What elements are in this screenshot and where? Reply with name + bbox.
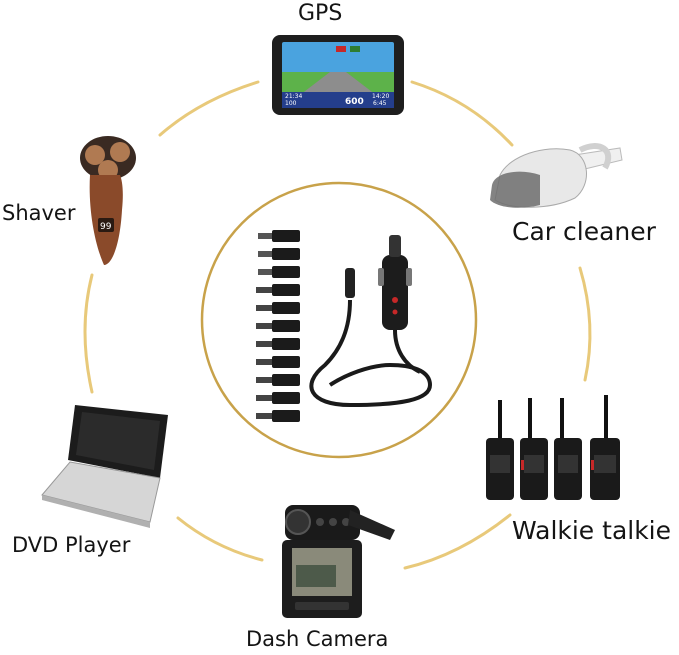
tip-2 (258, 248, 300, 260)
power-led (392, 297, 398, 303)
walkie-talkie-label: Walkie talkie (512, 516, 672, 545)
dvd-player-device (41, 405, 168, 528)
power-led-2 (392, 309, 398, 315)
gps-left-time: 21:34 (285, 93, 302, 100)
walkie-talkie-2 (520, 398, 548, 500)
dashcam-lens (285, 509, 311, 535)
outer-ring-arc-top-left (158, 80, 260, 137)
outer-ring-arc-bottom-right (403, 513, 512, 570)
inner-ring (200, 181, 478, 459)
outer-ring-arc-top-right (410, 80, 514, 147)
dvd-player-label: DVD Player (12, 533, 131, 557)
dash-camera-label: Dash Camera (246, 627, 389, 651)
gps-sign-green (350, 46, 360, 52)
lighter-plug-spring-right (406, 268, 412, 286)
gps-device: 21:34 100 600 14:20 6:45 (272, 35, 404, 115)
lighter-plug-body (382, 255, 408, 330)
outer-ring-arc-bottom-left (176, 516, 264, 562)
gps-road (296, 72, 380, 98)
tip-6 (256, 320, 300, 332)
dvd-base-front (42, 495, 150, 528)
shaver-label: Shaver (2, 201, 76, 225)
dashcam-ir-2 (329, 518, 337, 526)
outer-ring-arc-right (578, 266, 592, 382)
plug-tip (345, 268, 355, 298)
gps-info-bar (282, 92, 394, 108)
connector-tips (256, 230, 300, 422)
gps-right-dist: 6:45 (373, 100, 387, 107)
dashcam-mount (348, 510, 395, 540)
tip-3 (258, 266, 300, 278)
cable-lead (393, 329, 421, 374)
car-charger-cable (309, 235, 433, 408)
dash-camera-device (282, 505, 395, 618)
tip-8 (256, 356, 300, 368)
tip-11 (256, 410, 300, 422)
gps-right-time: 14:20 (372, 93, 389, 100)
car-cleaner-device (490, 143, 623, 208)
outer-ring-arc-left (83, 273, 94, 394)
tip-7 (256, 338, 300, 350)
shaver-blade-1 (85, 145, 105, 165)
tip-4 (256, 284, 300, 296)
lighter-plug-tip (389, 235, 401, 257)
shaver-device: 99 (80, 136, 136, 265)
car-cleaner-label: Car cleaner (512, 217, 656, 246)
walkie-talkie-devices (486, 395, 620, 500)
dashcam-ir-1 (316, 518, 324, 526)
dashcam-ir-3 (342, 518, 350, 526)
outer-ring (83, 80, 592, 570)
dashcam-buttons (295, 602, 349, 610)
vacuum-handle (578, 143, 612, 170)
lighter-plug-spring (378, 268, 384, 286)
shaver-display-value: 99 (100, 222, 112, 232)
gps-left-dist: 100 (285, 100, 297, 107)
gps-sign-red (336, 46, 346, 52)
shaver-display (98, 218, 114, 232)
tip-9 (256, 374, 300, 386)
walkie-talkie-4 (590, 395, 620, 500)
shaver-blade-2 (110, 142, 130, 162)
gps-center-value: 600 (345, 97, 364, 107)
dvd-screen (76, 412, 160, 470)
tip-1 (258, 230, 300, 242)
walkie-talkie-3 (554, 398, 582, 500)
cable-coil (309, 299, 433, 408)
tip-5 (256, 302, 300, 314)
dashcam-screen-scene (296, 565, 336, 587)
walkie-talkie-1 (486, 400, 514, 500)
tip-10 (256, 392, 300, 404)
gps-label: GPS (298, 1, 343, 26)
vacuum-dust-cup (490, 171, 540, 208)
